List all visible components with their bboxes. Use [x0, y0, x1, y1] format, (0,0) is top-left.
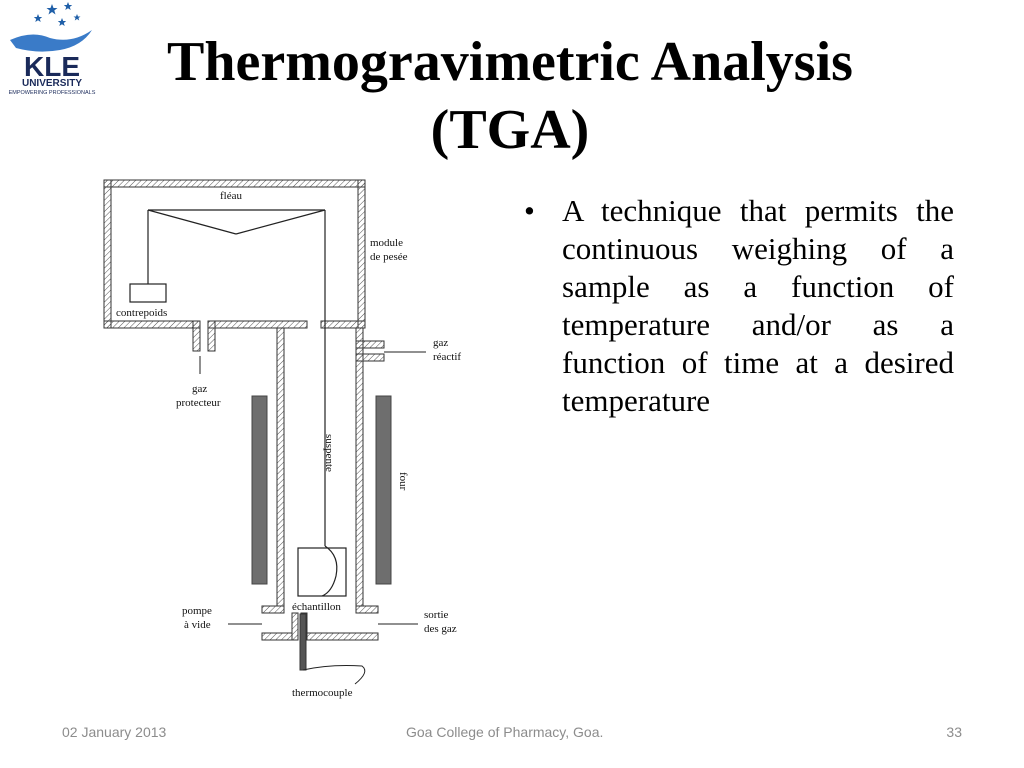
slide-title-line2: (TGA) — [430, 99, 590, 161]
label-fleau: fléau — [220, 190, 242, 202]
footer-institution: Goa College of Pharmacy, Goa. — [406, 724, 604, 740]
slide-title: Thermogravimetric Analysis (TGA) — [100, 28, 920, 164]
logo-text-main: KLE — [24, 51, 80, 82]
footer-date: 02 January 2013 — [62, 724, 167, 740]
furnace-heaters — [251, 395, 392, 585]
label-module: module — [370, 237, 403, 249]
label-pompe-2: à vide — [184, 619, 211, 631]
label-de-pesee: de pesée — [370, 251, 408, 263]
balance-beam — [129, 209, 326, 546]
label-four: four — [397, 472, 409, 491]
label-gaz-reactif-2: réactif — [433, 351, 461, 363]
star-icons — [33, 2, 81, 26]
counterweight — [129, 283, 167, 303]
label-gaz-protecteur-1: gaz — [192, 383, 207, 395]
furnace-tube — [261, 327, 385, 641]
thermocouple — [299, 613, 366, 685]
bullet-dot-icon: • — [524, 193, 535, 228]
bullet-text: A technique that permits the continuous … — [562, 193, 954, 418]
hand-icon — [10, 30, 92, 52]
label-sortie-1: sortie — [424, 609, 449, 621]
sample-holder — [297, 545, 347, 597]
footer-page-number: 33 — [946, 724, 962, 740]
tga-apparatus-diagram: fléau module de pesée contrepoids gaz ré… — [103, 179, 461, 699]
balance-housing — [103, 179, 366, 352]
label-suspente: suspente — [323, 434, 335, 472]
label-gaz-protecteur-2: protecteur — [176, 397, 221, 409]
label-gaz-reactif-1: gaz — [433, 337, 448, 349]
label-pompe-1: pompe — [182, 605, 212, 617]
kle-university-logo: KLE UNIVERSITY EMPOWERING PROFESSIONALS — [9, 2, 96, 96]
label-contrepoids: contrepoids — [116, 307, 167, 319]
logo-tagline: EMPOWERING PROFESSIONALS — [9, 90, 96, 96]
logo-text-sub: UNIVERSITY — [22, 78, 82, 89]
bullet-list: • A technique that permits the continuou… — [520, 192, 954, 420]
label-echantillon: échantillon — [292, 601, 341, 613]
slide-title-line1: Thermogravimetric Analysis — [167, 31, 853, 93]
leader-lines — [199, 351, 426, 625]
label-thermocouple: thermocouple — [292, 687, 353, 699]
bullet-item: • A technique that permits the continuou… — [520, 192, 954, 420]
label-sortie-2: des gaz — [424, 623, 457, 635]
